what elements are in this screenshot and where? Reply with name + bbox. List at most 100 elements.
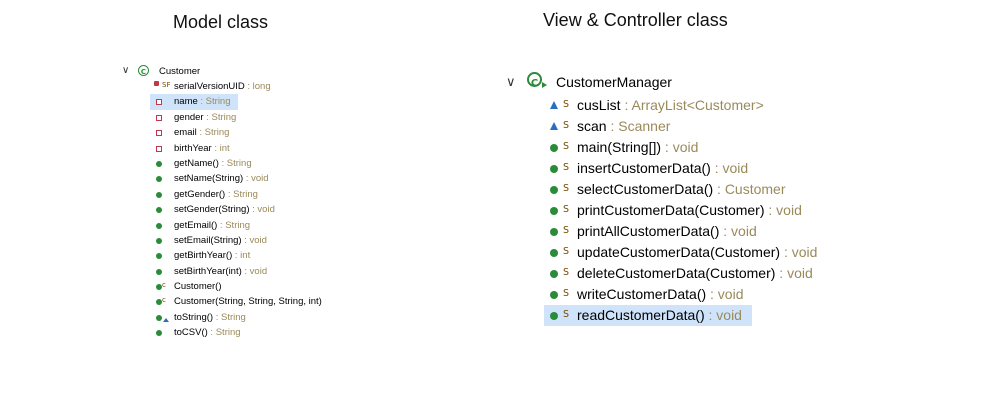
modifier-badge: S xyxy=(563,183,570,194)
public-method-icon xyxy=(550,186,558,194)
member-name: getBirthYear() xyxy=(174,250,233,262)
member-row[interactable]: getEmail() : String xyxy=(122,218,362,233)
member-row[interactable]: setBirthYear(int) : void xyxy=(122,264,362,279)
public-method-icon xyxy=(156,191,162,198)
member-type: : void xyxy=(710,160,749,176)
member-label: name : String xyxy=(174,94,231,109)
member-row[interactable]: setGender(String) : void xyxy=(122,202,362,217)
public-method-icon xyxy=(156,253,162,260)
public-method-icon xyxy=(550,270,558,278)
public-method-icon xyxy=(550,249,558,257)
member-type: : String xyxy=(196,127,230,139)
member-name: getEmail() xyxy=(174,219,218,231)
member-type: : int xyxy=(211,142,230,154)
member-name: setEmail(String) xyxy=(174,234,242,246)
public-method-icon xyxy=(156,237,162,244)
member-name: setName(String) xyxy=(174,173,244,185)
modifier-badge: c xyxy=(162,296,166,305)
member-name: Customer() xyxy=(174,281,222,293)
customer-class-node[interactable]: ∨ C Customer xyxy=(122,64,362,79)
override-triangle-icon xyxy=(163,317,169,322)
member-label: scan : Scanner xyxy=(577,116,670,137)
static-final-field-icon xyxy=(154,81,159,86)
member-label: setName(String) : void xyxy=(174,171,269,186)
member-row[interactable]: toString() : String xyxy=(122,310,362,325)
member-label: toString() : String xyxy=(174,310,246,325)
member-type: : String xyxy=(218,157,252,169)
modifier-badge: S xyxy=(563,225,570,236)
modifier-badge: S xyxy=(563,120,570,131)
private-field-icon xyxy=(156,130,162,137)
member-type: : Scanner xyxy=(606,118,671,134)
class-icon: C xyxy=(138,65,149,76)
chevron-down-icon[interactable]: ∨ xyxy=(506,75,516,90)
member-type: : String xyxy=(217,219,251,231)
public-method-icon xyxy=(550,165,558,173)
member-label: updateCustomerData(Customer) : void xyxy=(577,242,817,263)
class-name: CustomerManager xyxy=(556,74,672,90)
member-row[interactable]: c Customer() xyxy=(122,279,362,294)
private-field-icon xyxy=(156,145,162,152)
package-field-icon xyxy=(550,101,558,109)
member-row[interactable]: setEmail(String) : void xyxy=(122,233,362,248)
member-name: serialVersionUID xyxy=(174,81,245,92)
customermanager-class-node[interactable]: ∨ C CustomerManager xyxy=(506,72,836,95)
member-label: gender : String xyxy=(174,110,236,125)
public-method-icon xyxy=(550,144,558,152)
member-type: : String xyxy=(213,311,246,323)
member-type: : String xyxy=(197,96,231,108)
member-row[interactable]: getGender() : String xyxy=(122,187,362,202)
member-label: selectCustomerData() : Customer xyxy=(577,179,786,200)
member-row[interactable]: birthYear : int xyxy=(122,141,362,156)
member-type: : int xyxy=(232,250,251,262)
member-row[interactable]: c Customer(String, String, String, int) xyxy=(122,294,362,309)
public-method-icon xyxy=(550,312,558,320)
member-label: setEmail(String) : void xyxy=(174,233,267,248)
public-method-icon xyxy=(156,299,162,306)
member-label: birthYear : int xyxy=(174,141,230,156)
member-label: cusList : ArrayList<Customer> xyxy=(577,95,764,116)
member-label: Customer() xyxy=(174,279,222,294)
public-method-icon xyxy=(550,291,558,299)
member-row[interactable]: name : String xyxy=(150,94,238,110)
modifier-badge: SF xyxy=(162,81,171,89)
member-row[interactable]: email : String xyxy=(122,125,362,140)
modifier-badge: S xyxy=(563,288,570,299)
member-row[interactable]: gender : String xyxy=(122,110,362,125)
member-label: Customer(String, String, String, int) xyxy=(174,294,322,309)
member-name: setBirthYear(int) xyxy=(174,265,242,277)
member-name: printAllCustomerData() xyxy=(577,223,720,239)
member-name: toString() xyxy=(174,311,214,323)
member-row[interactable]: toCSV() : String xyxy=(122,325,362,340)
member-type: : void xyxy=(780,244,818,260)
member-label: setGender(String) : void xyxy=(174,202,275,217)
chevron-down-icon[interactable]: ∨ xyxy=(122,65,130,76)
member-type: : void xyxy=(249,204,275,216)
modifier-badge: c xyxy=(162,281,166,290)
member-name: selectCustomerData() xyxy=(577,181,714,197)
view-controller-class-heading: View & Controller class xyxy=(543,10,728,30)
modifier-badge: S xyxy=(563,204,570,215)
member-name: birthYear xyxy=(174,142,212,154)
member-name: scan xyxy=(577,118,607,134)
member-row[interactable]: setName(String) : void xyxy=(122,171,362,186)
member-row[interactable]: getBirthYear() : int xyxy=(122,248,362,263)
member-row[interactable]: getName() : String xyxy=(122,156,362,171)
member-name: toCSV() xyxy=(174,327,208,339)
member-name: deleteCustomerData(Customer) xyxy=(577,265,776,281)
member-label: getBirthYear() : int xyxy=(174,248,250,263)
member-type: : Customer xyxy=(713,181,786,197)
